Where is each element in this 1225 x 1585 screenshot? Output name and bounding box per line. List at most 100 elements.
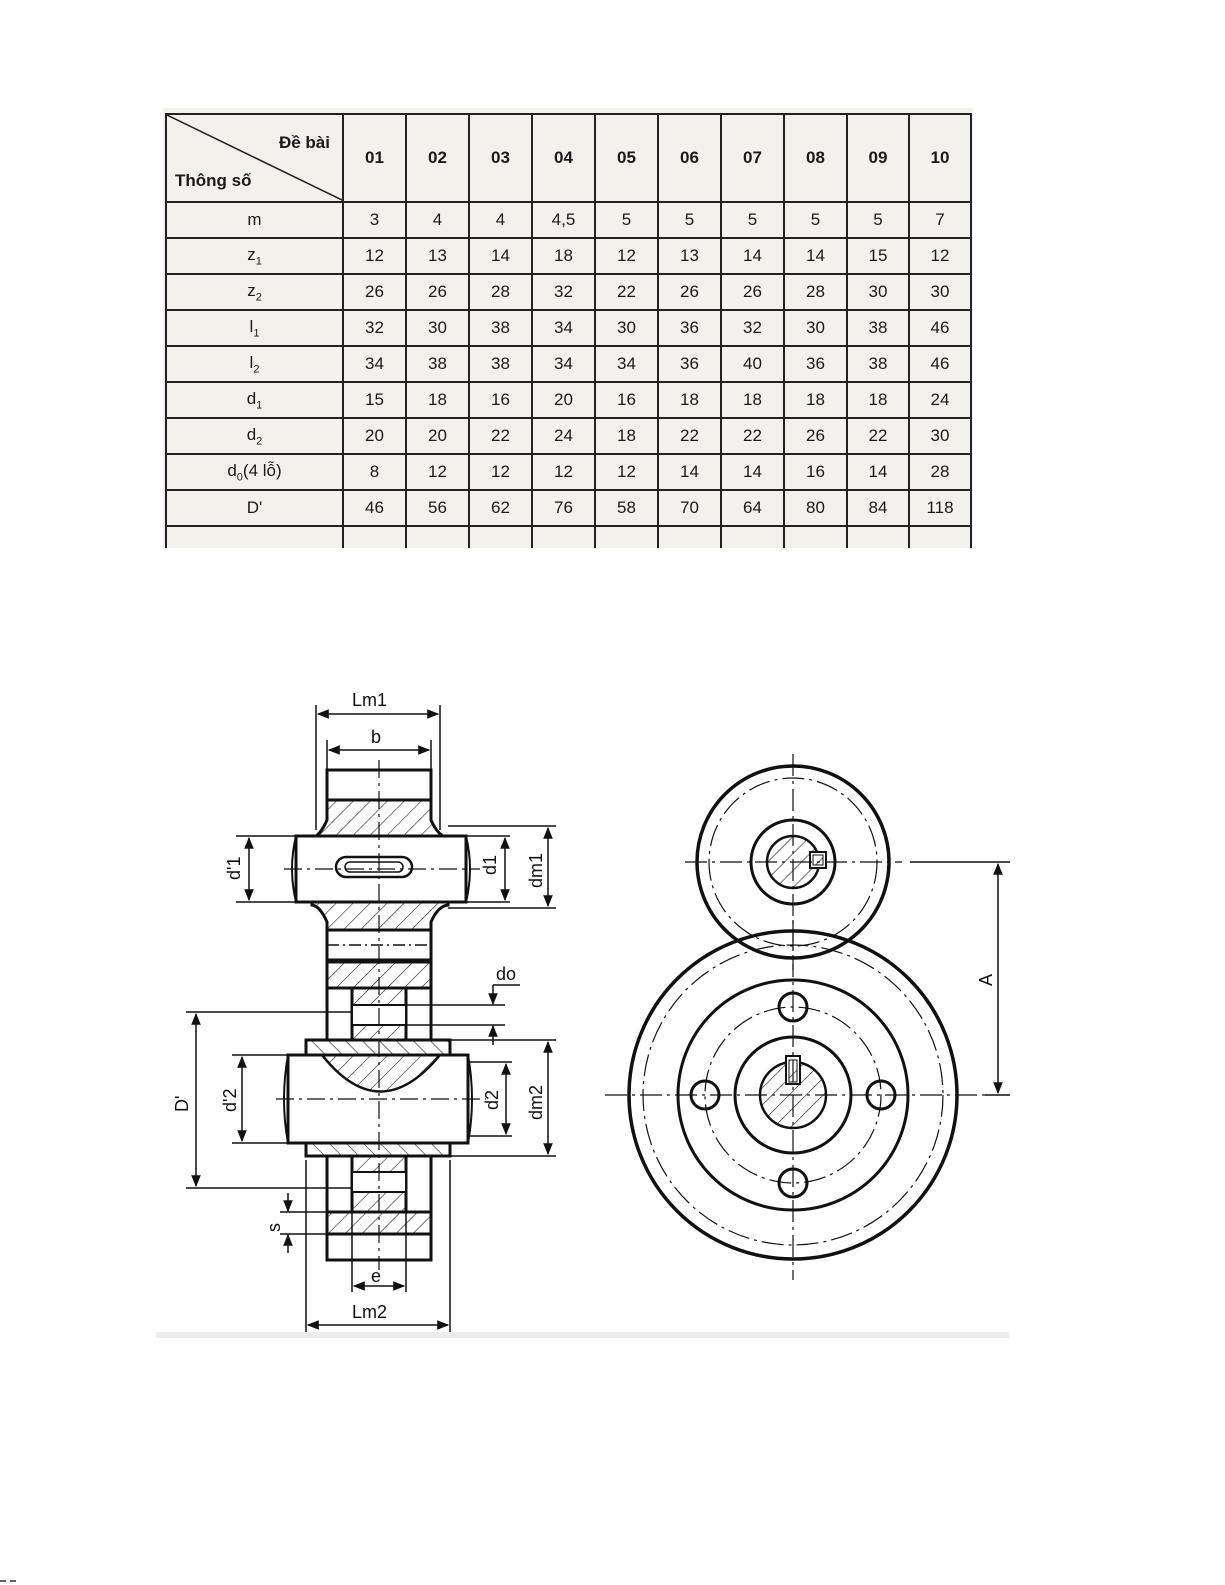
table-cell: 38 xyxy=(846,345,910,383)
parameter-name: m xyxy=(165,201,344,239)
header-label-de-bai: Đề bài xyxy=(278,133,330,152)
table-cell: 34 xyxy=(594,345,659,383)
table-cell: 70 xyxy=(657,489,722,527)
parameter-subscript: 0 xyxy=(236,471,243,484)
parameter-subscript: 2 xyxy=(255,291,262,304)
label-lm1: Lm1 xyxy=(352,690,387,710)
table-cell: 28 xyxy=(468,273,533,311)
table-cell: 38 xyxy=(846,309,910,347)
table-cell: 18 xyxy=(846,381,910,419)
label-do: do xyxy=(496,964,516,984)
table-cell: 14 xyxy=(468,237,533,275)
table-cell: 12 xyxy=(405,453,470,491)
table-cell: 32 xyxy=(342,309,407,347)
table-cell: 18 xyxy=(720,381,785,419)
label-d1-prime: d'1 xyxy=(224,857,244,880)
table-cell: 80 xyxy=(783,489,848,527)
table-cell xyxy=(908,525,972,548)
section-view xyxy=(186,705,556,1332)
parameter-symbol: D' xyxy=(246,498,263,517)
table-cell: 30 xyxy=(405,309,470,347)
parameter-symbol: z xyxy=(247,280,256,300)
table-cell: 36 xyxy=(783,345,848,383)
table-cell: 14 xyxy=(657,453,722,491)
table-cell: 18 xyxy=(531,237,596,275)
table-cell: 7 xyxy=(908,201,972,239)
table-cell xyxy=(468,525,533,548)
label-e: e xyxy=(371,1266,381,1286)
table-cell: 30 xyxy=(908,417,972,455)
label-d-prime: D' xyxy=(172,1096,192,1112)
label-s: s xyxy=(264,1223,284,1232)
column-header: 10 xyxy=(908,113,972,203)
table-cell: 58 xyxy=(594,489,659,527)
parameter-symbol: d xyxy=(227,460,237,480)
table-cell xyxy=(846,525,910,548)
table-cell: 12 xyxy=(531,453,596,491)
table-cell: 26 xyxy=(783,417,848,455)
table-cell: 5 xyxy=(594,201,659,239)
table-cell xyxy=(657,525,722,548)
table-cell: 56 xyxy=(405,489,470,527)
table-cell: 46 xyxy=(342,489,407,527)
parameter-name: d2 xyxy=(165,417,344,455)
table-cell: 18 xyxy=(657,381,722,419)
parameter-name: d1 xyxy=(165,381,344,419)
table-cell: 12 xyxy=(594,237,659,275)
table-cell xyxy=(720,525,785,548)
table-cell: 12 xyxy=(468,453,533,491)
label-a: A xyxy=(976,974,996,986)
parameter-subscript: 1 xyxy=(255,255,262,268)
table-cell: 22 xyxy=(846,417,910,455)
table-cell: 20 xyxy=(405,417,470,455)
parameter-subscript: 2 xyxy=(256,435,263,448)
table-cell: 15 xyxy=(342,381,407,419)
table-cell: 18 xyxy=(594,417,659,455)
table-cell xyxy=(165,525,344,548)
table-cell: 12 xyxy=(342,237,407,275)
column-header: 04 xyxy=(531,113,596,203)
column-header: 08 xyxy=(783,113,848,203)
parameter-symbol: l xyxy=(249,352,254,372)
table-cell: 4 xyxy=(405,201,470,239)
parameter-name: l2 xyxy=(165,345,344,383)
table-cell: 14 xyxy=(783,237,848,275)
parameter-symbol: z xyxy=(247,244,256,264)
column-header: 02 xyxy=(405,113,470,203)
table-cell: 32 xyxy=(720,309,785,347)
table-cell: 64 xyxy=(720,489,785,527)
table-cell: 22 xyxy=(657,417,722,455)
table-cell: 12 xyxy=(908,237,972,275)
table-cell: 22 xyxy=(594,273,659,311)
table-cell: 38 xyxy=(468,309,533,347)
parameter-name: l1 xyxy=(165,309,344,347)
table-cell: 30 xyxy=(908,273,972,311)
table-cell: 3 xyxy=(342,201,407,239)
parameter-symbol: l xyxy=(249,316,254,336)
table-cell: 26 xyxy=(342,273,407,311)
table-cell: 32 xyxy=(531,273,596,311)
table-cell: 15 xyxy=(846,237,910,275)
label-d2: d2 xyxy=(482,1090,502,1110)
parameter-subscript: 2 xyxy=(253,363,260,376)
page-corner-mark xyxy=(0,1580,16,1585)
column-header: 03 xyxy=(468,113,533,203)
table-cell: 24 xyxy=(908,381,972,419)
table-cell: 16 xyxy=(594,381,659,419)
table-cell: 46 xyxy=(908,345,972,383)
table-row-cutoff xyxy=(165,525,972,548)
table-cell: 30 xyxy=(783,309,848,347)
label-b: b xyxy=(371,727,381,747)
table-cell: 26 xyxy=(720,273,785,311)
table-cell: 18 xyxy=(405,381,470,419)
table-cell: 4,5 xyxy=(531,201,596,239)
parameter-symbol: d xyxy=(246,388,257,408)
parameter-name: z1 xyxy=(165,237,344,275)
column-header: 05 xyxy=(594,113,659,203)
table-cell: 14 xyxy=(720,237,785,275)
table-cell: 5 xyxy=(783,201,848,239)
